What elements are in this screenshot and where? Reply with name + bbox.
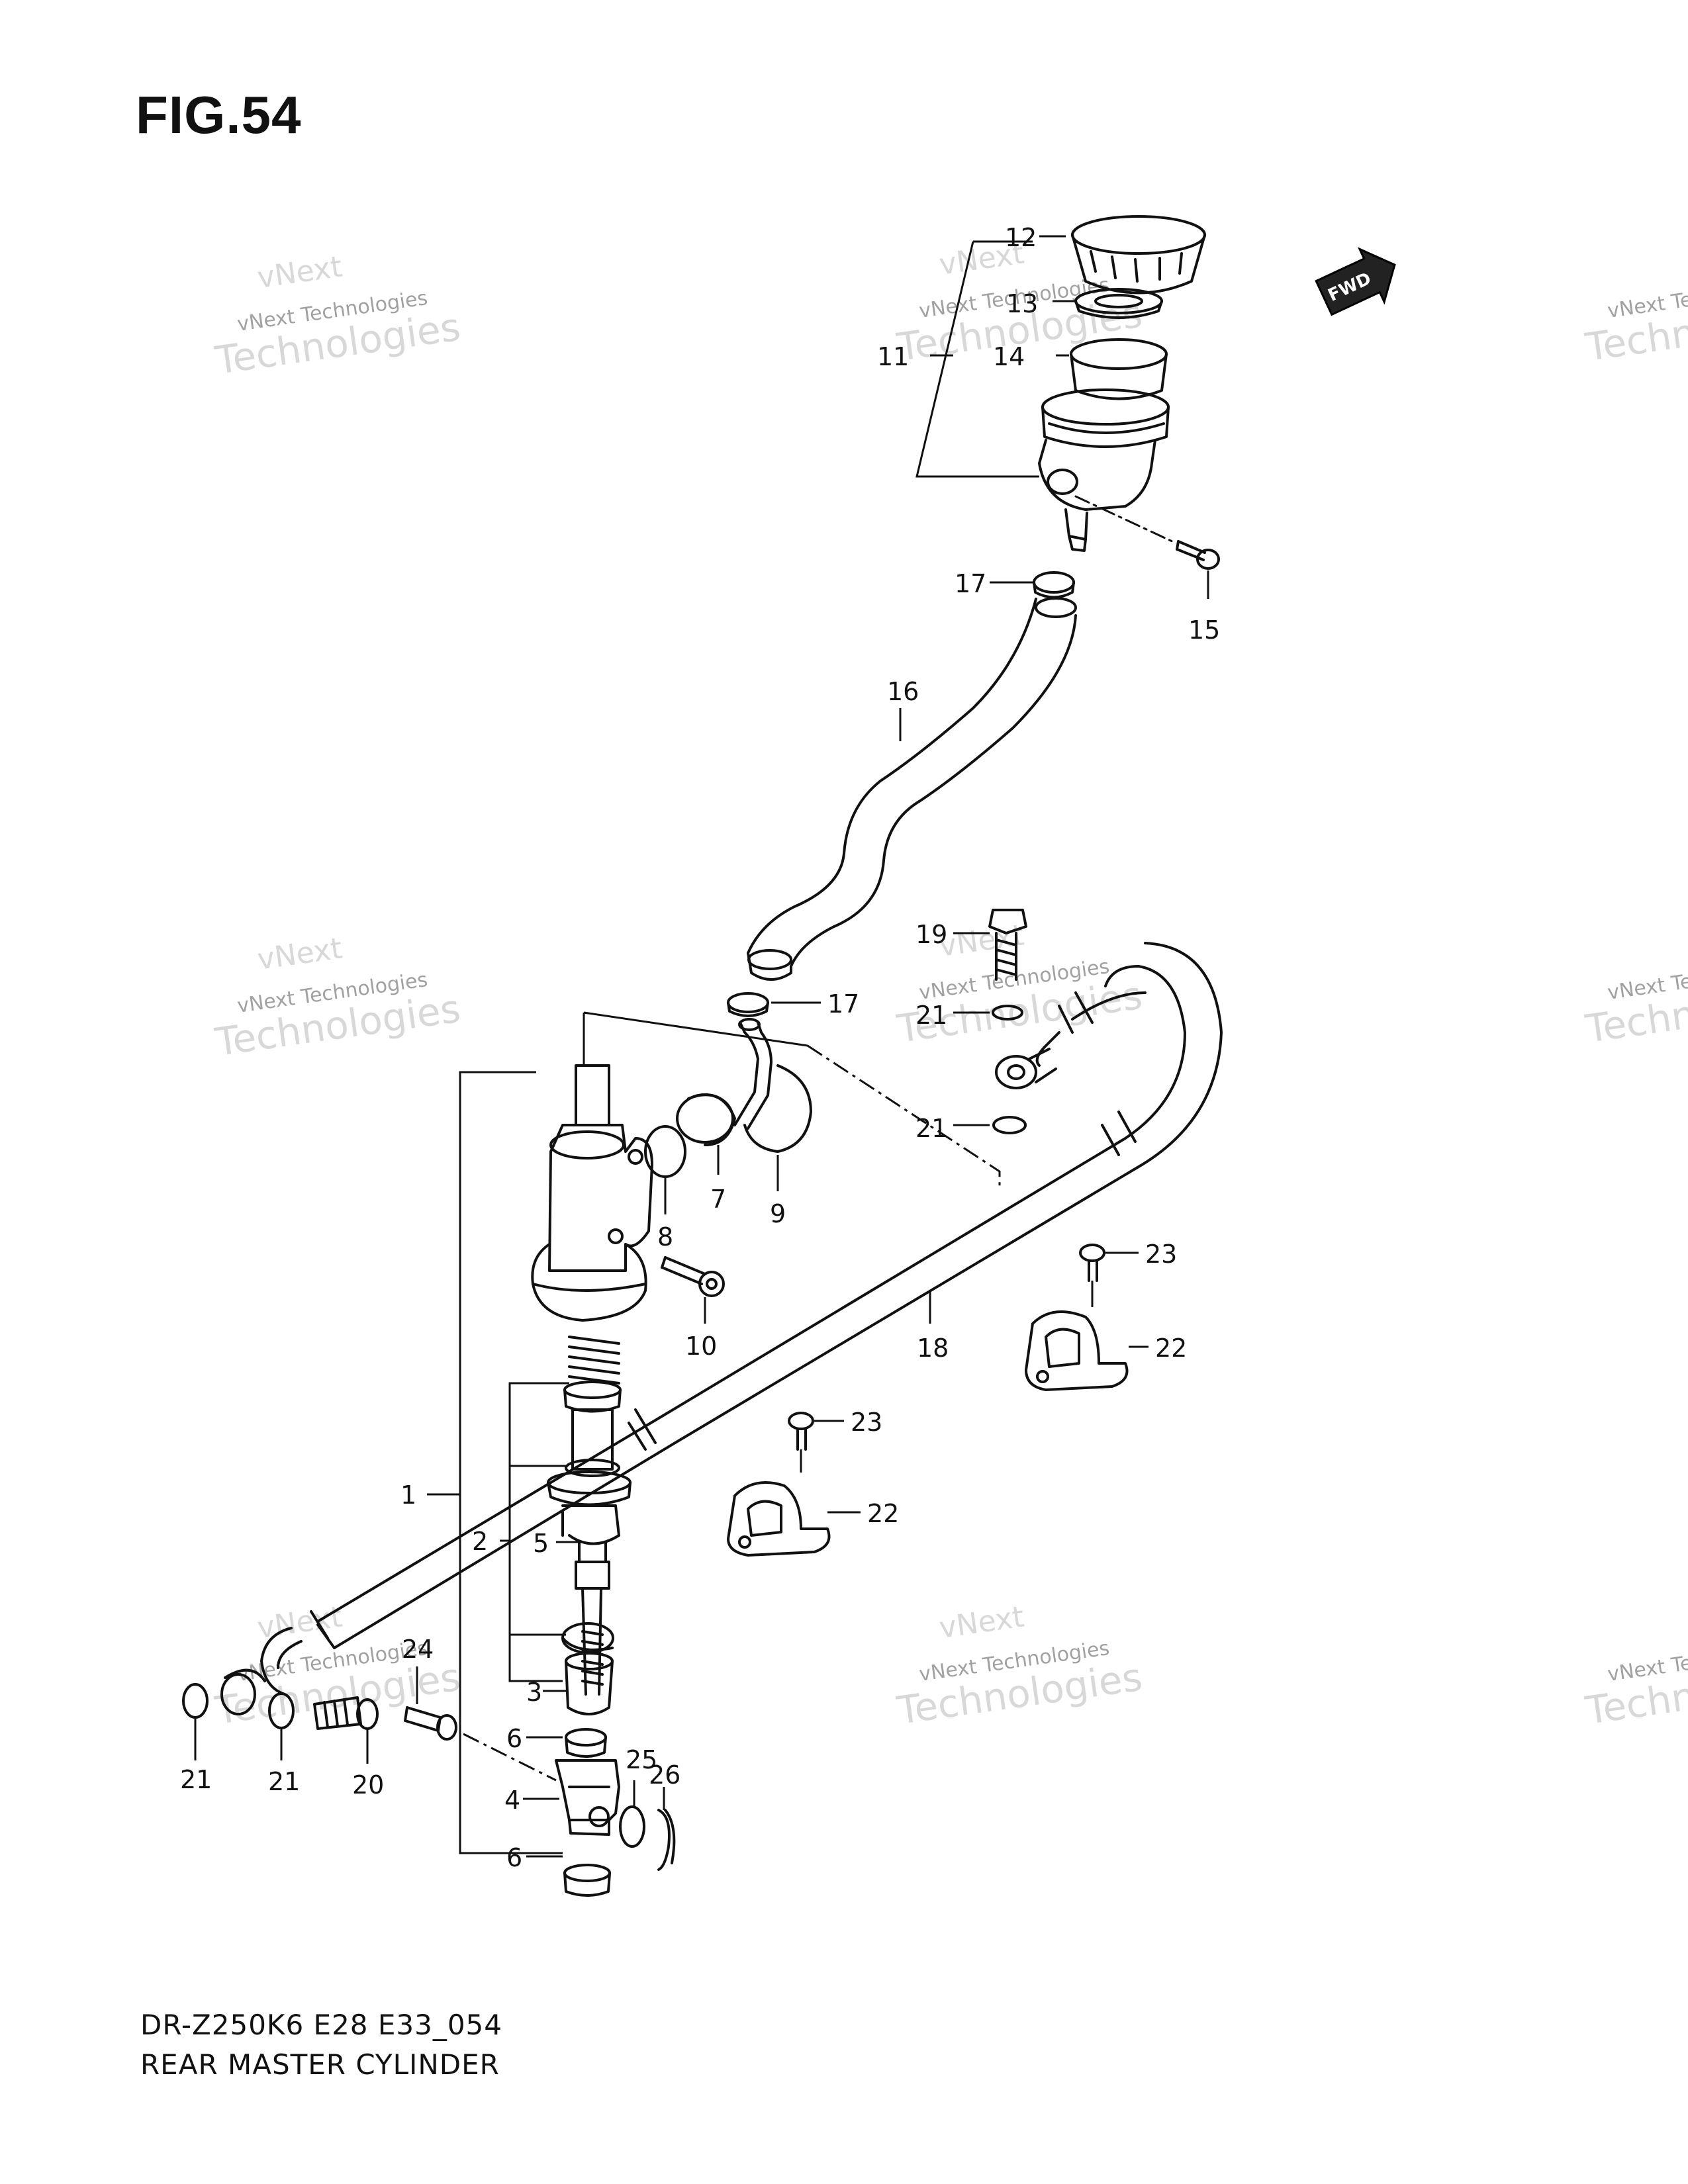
callout-24: 24 (402, 1635, 434, 1664)
gasket-upper-a (992, 1005, 1023, 1021)
callout-2: 2 (472, 1527, 488, 1556)
svg-text:vNext: vNext (256, 932, 344, 977)
callout-22a: 22 (1155, 1334, 1187, 1363)
hose-clamp-lower (727, 992, 769, 1017)
watermark-3: vNext Technologies Technologies (1582, 273, 1688, 370)
hose-guide-right (1025, 1310, 1129, 1391)
hose-banjo-lower (220, 1627, 303, 1715)
callout-15: 15 (1188, 615, 1220, 645)
watermark-8: vNext vNext Technologies Technologies (894, 1600, 1145, 1733)
push-rod (575, 1541, 610, 1696)
piston (547, 1381, 632, 1545)
callout-3: 3 (526, 1678, 542, 1707)
piston-spring (568, 1336, 620, 1385)
reservoir-cap (1071, 215, 1206, 295)
svg-text:vNext: vNext (256, 1600, 344, 1645)
callout-7: 7 (710, 1185, 726, 1214)
nut-lower (563, 1864, 611, 1897)
reservoir-hose (747, 597, 1077, 981)
hose-clamp-upper (1033, 571, 1075, 599)
bleed-screw (404, 1706, 457, 1741)
callout-23a: 23 (1145, 1240, 1177, 1269)
watermark-group: vNext vNext Technologies Technologies vN… (212, 237, 1688, 1733)
svg-text:vNext: vNext (937, 1600, 1026, 1645)
reservoir-connector (676, 1018, 773, 1146)
callout-23b: 23 (851, 1408, 882, 1437)
mounting-bolt (661, 1256, 725, 1297)
watermark-6: vNext Technologies Technologies (1582, 955, 1688, 1052)
circlip (743, 1064, 812, 1153)
callout-26: 26 (649, 1760, 680, 1790)
brake-hose (310, 942, 1223, 1649)
callout-13: 13 (1006, 289, 1038, 318)
callout-17b: 17 (827, 989, 859, 1019)
callout-21d: 21 (268, 1767, 300, 1796)
union-bolt (988, 909, 1027, 981)
watermark-2: vNext vNext Technologies Technologies (894, 237, 1145, 370)
callout-18: 18 (917, 1334, 949, 1363)
callout-21b: 21 (915, 1114, 947, 1143)
figure-title: FIG.54 (136, 85, 302, 144)
model-code: DR-Z250K6 E28 E33_054 (140, 2009, 503, 2041)
guide-screw-right (1079, 1244, 1105, 1282)
callout-14: 14 (993, 342, 1025, 371)
svg-text:vNext: vNext (937, 919, 1026, 964)
callout-19: 19 (915, 920, 947, 949)
callout-11: 11 (877, 342, 909, 371)
watermark-9: vNext Technologies Technologies (1582, 1637, 1688, 1733)
nut-upper (565, 1728, 607, 1758)
callout-21a: 21 (915, 1001, 947, 1030)
watermark-4: vNext vNext Technologies Technologies (212, 932, 463, 1065)
reservoir-tank (1038, 388, 1170, 552)
fwd-arrow-icon: FWD (1315, 247, 1396, 316)
hose-guide-left (727, 1481, 831, 1557)
clevis (555, 1759, 620, 1836)
watermark-1: vNext vNext Technologies Technologies (212, 250, 463, 383)
callout-4: 4 (504, 1786, 520, 1815)
reservoir-bolt-leader (1074, 495, 1176, 544)
svg-text:vNext: vNext (256, 250, 344, 295)
guide-screw-left (788, 1412, 814, 1451)
gasket-lower-a (182, 1683, 209, 1719)
callout-10: 10 (685, 1332, 717, 1361)
callout-12: 12 (1005, 223, 1037, 252)
leader-lines (194, 235, 1209, 1858)
reservoir-bolt (1176, 540, 1220, 570)
callout-labels: 12 13 11 14 17 15 16 19 17 21 21 7 8 9 2… (180, 223, 1220, 1872)
callout-8: 8 (657, 1222, 673, 1251)
callout-20: 20 (352, 1770, 384, 1799)
callout-1: 1 (400, 1480, 416, 1510)
boot (561, 1622, 614, 1715)
callout-21c: 21 (180, 1765, 212, 1794)
callout-6a: 6 (506, 1724, 522, 1753)
callout-9: 9 (770, 1199, 786, 1228)
master-cylinder-body (531, 1064, 653, 1322)
callout-6b: 6 (506, 1843, 522, 1872)
diagram-name: REAR MASTER CYLINDER (140, 2048, 500, 2081)
callout-22b: 22 (867, 1499, 899, 1528)
callout-17a: 17 (955, 569, 986, 598)
callout-5: 5 (533, 1529, 549, 1558)
o-ring (644, 1125, 686, 1178)
callout-25: 25 (626, 1745, 657, 1774)
hose-banjo-upper (995, 1048, 1057, 1089)
gasket-upper-b (992, 1116, 1027, 1134)
washer (619, 1805, 645, 1848)
callout-16: 16 (887, 677, 919, 706)
cotter-pin (657, 1809, 676, 1871)
